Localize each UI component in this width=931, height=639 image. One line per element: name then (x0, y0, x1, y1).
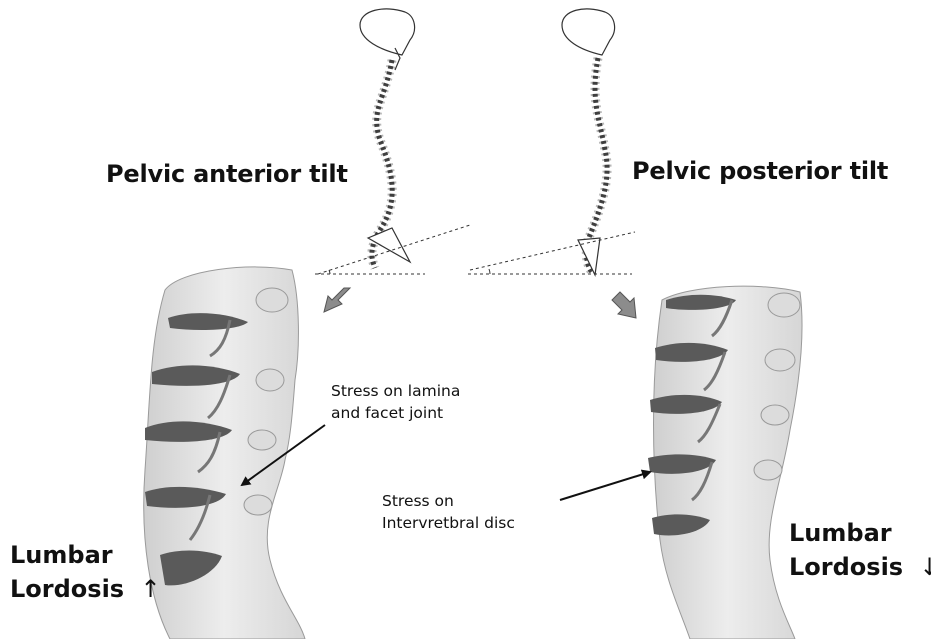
right-result: Lumbar Lordosis ↓ (789, 516, 931, 584)
left-grey-arrow (324, 288, 350, 312)
right-tilt-line (470, 232, 635, 270)
right-lumbar-spine-model (648, 286, 802, 639)
right-result-line2-wrap: Lordosis ↓ (789, 550, 931, 584)
right-pointer-arrow (560, 472, 650, 500)
left-result-line2-wrap: Lordosis ↑ (10, 572, 161, 606)
right-annotation-line1: Stress on (382, 490, 515, 512)
increase-arrow-icon: ↑ (140, 575, 160, 603)
right-annotation-line2: Intervretbral disc (382, 512, 515, 534)
left-annotation-line1: Stress on lamina (331, 380, 460, 402)
right-angle-arc (489, 269, 490, 274)
decrease-arrow-icon: ↓ (919, 553, 931, 581)
right-grey-arrow (612, 292, 636, 318)
left-lumbar-spine-model (144, 267, 305, 639)
right-spine-sketch (468, 9, 635, 275)
right-result-line2: Lordosis (789, 553, 903, 581)
left-result-line2: Lordosis (10, 575, 124, 603)
right-sacrum (578, 238, 600, 275)
right-annotation: Stress on Intervretbral disc (382, 490, 515, 534)
right-title: Pelvic posterior tilt (632, 157, 888, 185)
left-skull-outline (360, 9, 415, 55)
left-annotation-line2: and facet joint (331, 402, 460, 424)
left-spine-sketch (315, 9, 470, 274)
left-annotation: Stress on lamina and facet joint (331, 380, 460, 424)
right-result-line1: Lumbar (789, 516, 931, 550)
left-title: Pelvic anterior tilt (106, 160, 348, 188)
left-result-line1: Lumbar (10, 538, 161, 572)
right-skull-outline (562, 9, 615, 55)
left-result: Lumbar Lordosis ↑ (10, 538, 161, 606)
